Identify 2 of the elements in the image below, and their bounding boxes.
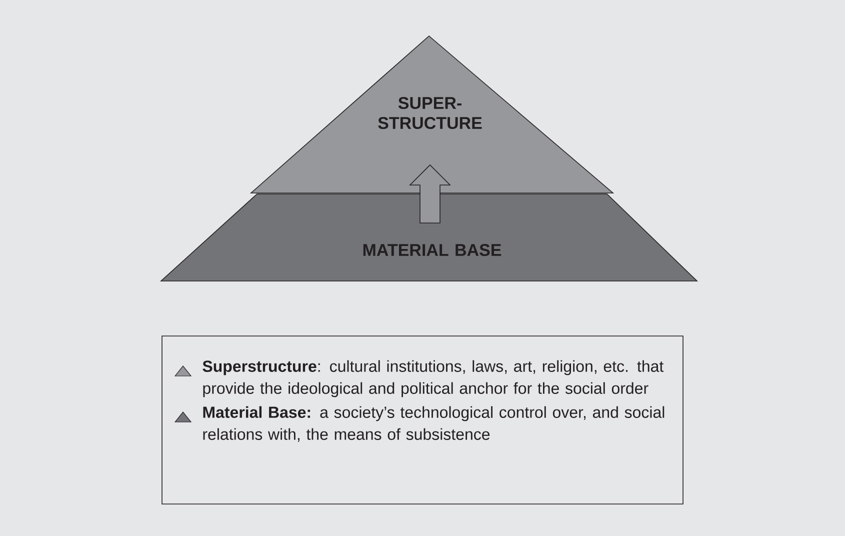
legend-text: Material Base: a society’s technological control over, and social relations with, the means of subsistence (203, 406, 664, 442)
block-arrow (409, 164, 451, 224)
